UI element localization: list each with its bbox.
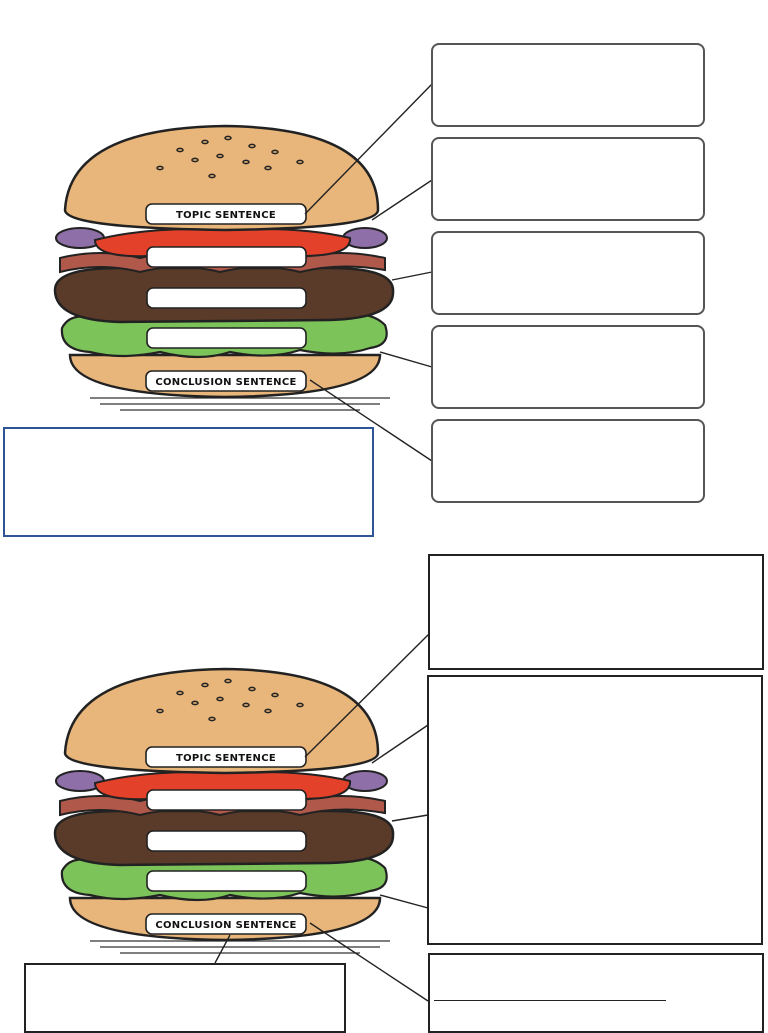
label-topic-sentence: TOPIC SENTENCE xyxy=(176,753,276,764)
label-conclusion-pill xyxy=(145,370,307,392)
burger-top-group: TOPIC SENTENCE CONCLUSION SENTENCE xyxy=(53,83,433,462)
answer-box-5[interactable] xyxy=(431,419,705,503)
label-blank-3 xyxy=(146,870,307,892)
label-topic-pill xyxy=(145,746,307,768)
answer-box-bottom-2[interactable] xyxy=(427,675,763,945)
plate-shadow xyxy=(90,940,390,954)
label-blank-2 xyxy=(146,287,307,309)
answer-box-1[interactable] xyxy=(431,43,705,127)
answer-box-4[interactable] xyxy=(431,325,705,409)
label-topic-pill xyxy=(145,203,307,225)
label-blank-1 xyxy=(146,246,307,268)
label-blank-1 xyxy=(146,789,307,811)
answer-underline xyxy=(434,1000,666,1001)
label-blank-3 xyxy=(146,327,307,349)
label-conclusion-sentence: CONCLUSION SENTENCE xyxy=(155,377,296,388)
sesame-seeds xyxy=(156,678,304,722)
answer-box-2[interactable] xyxy=(431,137,705,221)
answer-box-bottom-1[interactable] xyxy=(428,554,764,670)
connector-lines-bottom xyxy=(214,632,431,1002)
connector-lines-top xyxy=(304,83,433,462)
sesame-seeds xyxy=(156,135,304,179)
label-conclusion-sentence: CONCLUSION SENTENCE xyxy=(155,920,296,931)
answer-box-3[interactable] xyxy=(431,231,705,315)
label-blank-2 xyxy=(146,830,307,852)
notes-box-bottom[interactable] xyxy=(24,963,346,1033)
burger-bottom-group: TOPIC SENTENCE CONCLUSION SENTENCE xyxy=(53,632,431,1002)
label-conclusion-pill xyxy=(145,913,307,935)
notes-box-blue[interactable] xyxy=(3,427,374,537)
plate-shadow xyxy=(90,397,390,411)
answer-box-bottom-3[interactable] xyxy=(428,953,764,1033)
label-topic-sentence: TOPIC SENTENCE xyxy=(176,210,276,221)
